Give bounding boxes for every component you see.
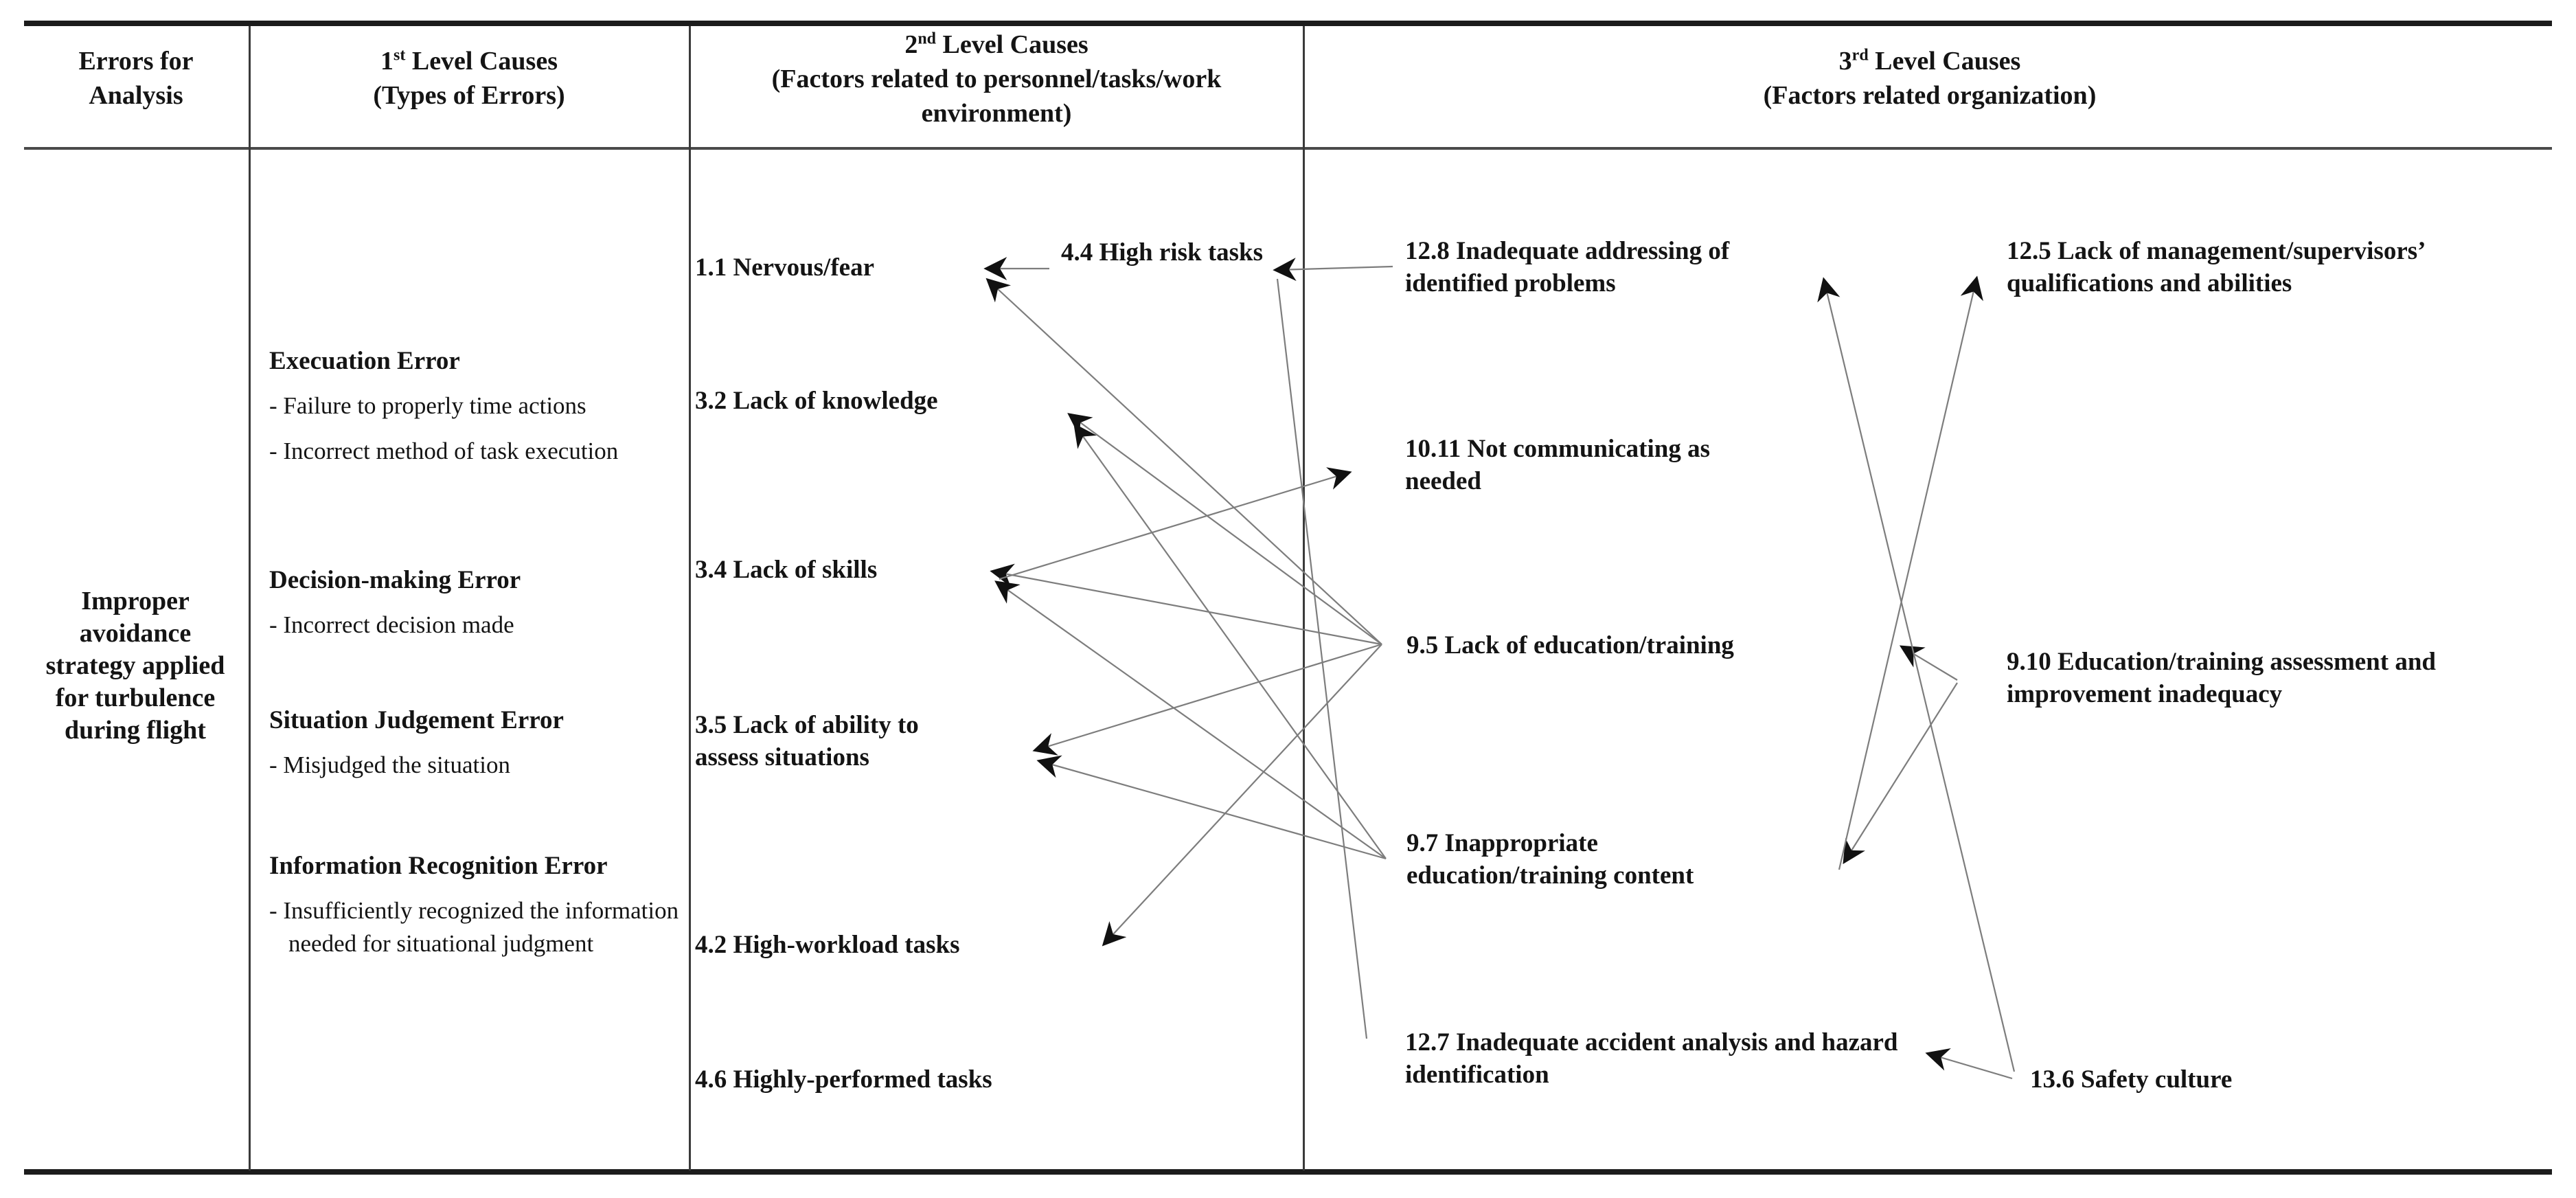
error-type-title: Decision-making Error (269, 566, 521, 594)
cause-node-1.1: 1.1 Nervous/fear (695, 253, 874, 282)
header-line: Analysis (89, 81, 183, 110)
arrow-12.8-to-4.4 (1273, 258, 1393, 282)
error-type-title: Execuation Error (269, 347, 460, 375)
error-for-analysis-line: avoidance (79, 619, 192, 648)
arrow-12.7-to-4.4 (1276, 278, 1368, 1039)
cause-node-4.4: 4.4 High risk tasks (1061, 238, 1264, 267)
arrow-9.5-to-3.2 (1067, 413, 1382, 645)
header-line: environment) (921, 99, 1072, 128)
header-line: (Types of Errors) (373, 81, 565, 110)
header-line: Errors for (78, 47, 194, 76)
table-bottom-border (24, 1169, 2552, 1175)
cause-node-10.11: 10.11 Not communicating as needed (1405, 435, 1710, 495)
cause-node-9.5: 9.5 Lack of education/training (1406, 631, 1734, 659)
arrow-9.7-to-3.5 (1036, 755, 1387, 860)
cause-node-9.10: 9.10 Education/training assessment and i… (2007, 648, 2436, 708)
arrow-9.10-to-9.5 (1899, 645, 1958, 681)
error-type-bullet: - Failure to properly time actions (269, 392, 586, 419)
arrow-9.7-to-12.5 (1838, 275, 1983, 870)
arrow-13.6-to-12.8 (1817, 277, 2016, 1072)
error-for-analysis-line: strategy applied (45, 651, 225, 680)
error-for-analysis-line: Improper (81, 587, 190, 615)
error-type-group: Information Recognition Error - Insuffici… (269, 850, 681, 960)
error-type-group: Execuation Error - Failure to properly ti… (269, 346, 681, 468)
table-top-border (24, 21, 2552, 26)
header-line: (Factors related to personnel/tasks/work (771, 65, 1222, 93)
cause-node-9.7: 9.7 Inappropriate education/training con… (1406, 829, 1694, 890)
header-line: (Factors related organization) (1763, 81, 2097, 110)
cause-node-3.5: 3.5 Lack of ability to assess situations (695, 711, 919, 771)
header-line: 2nd Level Causes (904, 30, 1088, 59)
header-separator (24, 147, 2552, 150)
arrow-13.6-to-12.7 (1925, 1048, 2013, 1080)
error-type-bullet: - Misjudged the situation (269, 751, 510, 778)
error-type-group: Decision-making Error - Incorrect decisio… (269, 565, 681, 642)
error-for-analysis: Improper avoidance strategy applied for tur… (8, 585, 262, 747)
arrow-9.7-to-3.4 (994, 580, 1387, 859)
arrow-9.5-to-4.2 (1102, 644, 1382, 947)
cause-node-13.6: 13.6 Safety culture (2030, 1065, 2233, 1094)
cause-node-12.5: 12.5 Lack of management/supervisors’ qua… (2007, 237, 2424, 297)
error-type-bullet: - Incorrect method of task execution (269, 438, 619, 464)
error-type-title: Information Recognition Error (269, 852, 608, 880)
error-type-bullet: - Incorrect decision made (269, 611, 514, 638)
error-for-analysis-line: during flight (65, 716, 206, 745)
header-line: 1st Level Causes (380, 46, 558, 76)
arrow-9.5-to-3.5 (1032, 643, 1382, 756)
cause-node-12.8: 12.8 Inadequate addressing of identified… (1405, 237, 1730, 297)
column-divider-3 (1303, 26, 1305, 1171)
cause-node-12.7: 12.7 Inadequate accident analysis and ha… (1405, 1028, 1898, 1089)
column-divider-1 (249, 26, 251, 1171)
arrow-9.10-to-9.7 (1843, 682, 1958, 865)
arrow-9.5-to-1.1 (985, 278, 1382, 645)
column-divider-2 (689, 26, 691, 1171)
error-for-analysis-line: for turbulence (55, 683, 216, 712)
cause-node-3.2: 3.2 Lack of knowledge (695, 387, 938, 415)
error-type-bullet: - Insufficiently recognized the informat… (269, 897, 679, 957)
error-type-group: Situation Judgement Error - Misjudged the… (269, 705, 681, 782)
cause-node-4.2: 4.2 High-workload tasks (695, 931, 960, 959)
error-type-title: Situation Judgement Error (269, 706, 564, 734)
header-third-level-causes: 3rd Level Causes (Factors related organiz… (1600, 44, 2259, 113)
cause-node-3.4: 3.4 Lack of skills (695, 556, 878, 584)
arrow-3.4-to-10.11 (999, 467, 1352, 580)
header-line: 3rd Level Causes (1838, 46, 2021, 76)
cause-node-4.6: 4.6 Highly-performed tasks (695, 1065, 992, 1094)
arrow-9.7-to-3.2 (1073, 423, 1387, 859)
header-second-level-causes: 2nd Level Causes (Factors related to pers… (667, 27, 1326, 131)
arrow-9.5-to-3.4 (990, 563, 1382, 646)
header-first-level-causes: 1st Level Causes (Types of Errors) (139, 44, 799, 113)
